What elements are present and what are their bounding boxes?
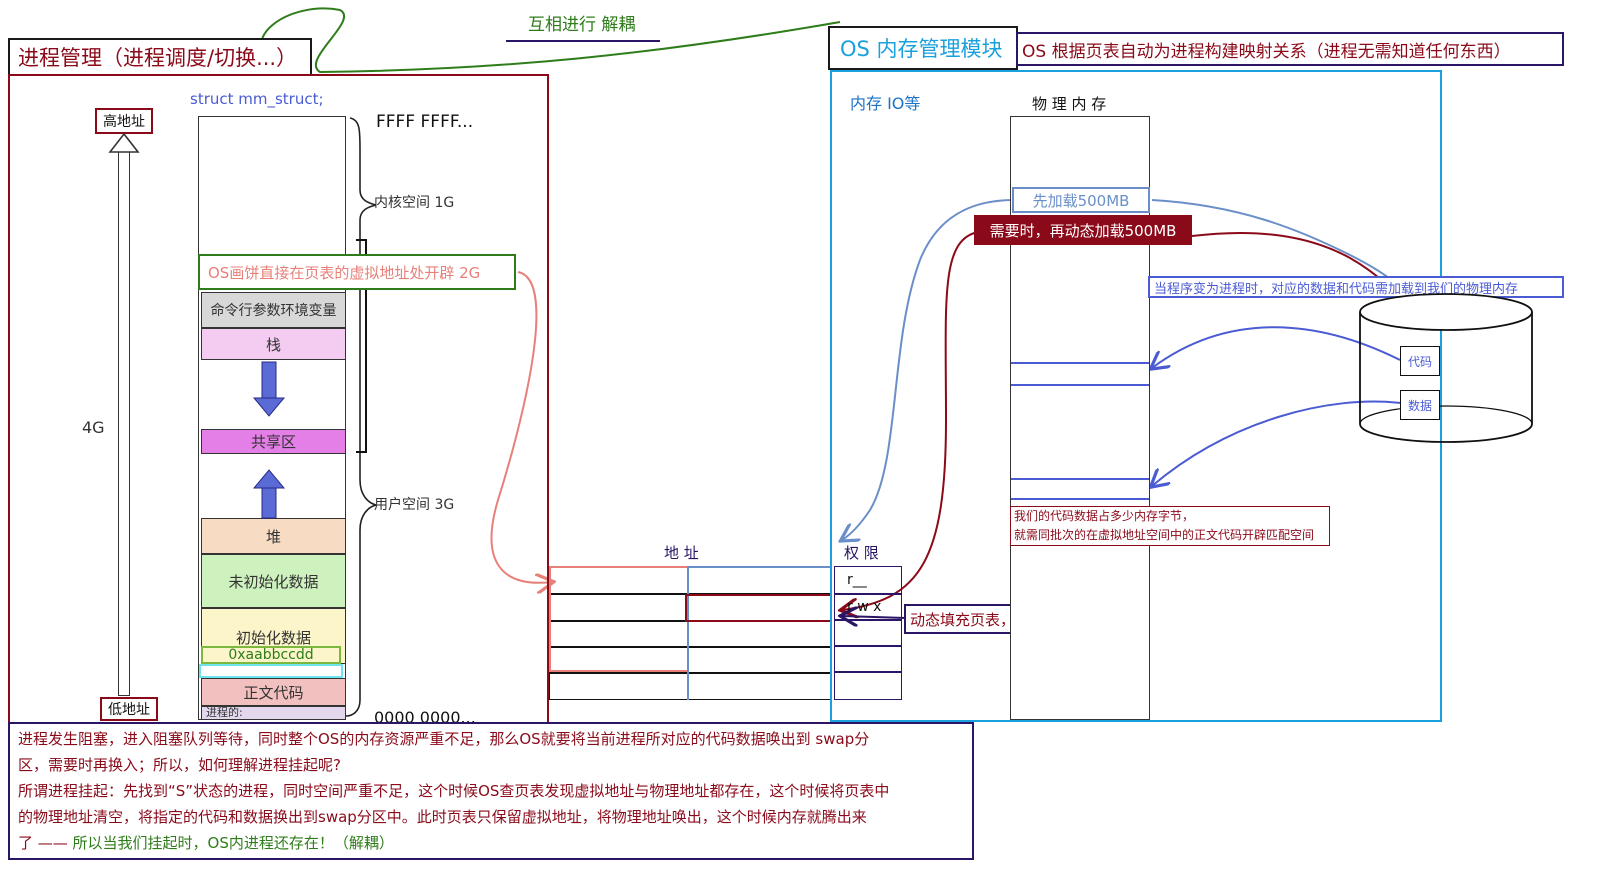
page-table [549, 566, 832, 700]
kernel-space-label: 内核空间 1G [374, 195, 455, 211]
segment-cmdline-env: 命令行参数环境变量 [201, 292, 346, 328]
load-note: 当程序变为进程时，对应的数据和代码需加载到我们的物理内存 [1148, 276, 1564, 298]
decouple-curve [260, 7, 841, 74]
permission-entry [834, 620, 902, 646]
os-memory-panel [830, 70, 1442, 722]
size-note-line1: 我们的代码数据占多少内存字节， [1014, 509, 1195, 523]
top-address: FFFF FFFF... [376, 112, 474, 132]
explanation-line: 了 —— 所以当我们挂起时，OS内进程还存在！（解耦） [18, 830, 964, 856]
explanation-line5-prefix: 了 —— [18, 834, 73, 852]
data-address: 0xaabbccdd [201, 646, 341, 664]
decouple-label: 互相进行 解耦 [528, 15, 636, 35]
process-label: 进程的: [201, 706, 346, 720]
decouple-underline [506, 40, 660, 42]
disk-code-label: 代码 [1400, 346, 1440, 376]
os-memory-title: OS 内存管理模块 [828, 26, 1018, 70]
physical-memory-title: 物 理 内 存 [1032, 95, 1107, 113]
explanation-box: 进程发生阻塞，进入阻塞队列等待，同时整个OS的内存资源严重不足，那么OS就要将当… [8, 722, 974, 860]
physical-memory-code-frame [1011, 362, 1149, 386]
disk-data-arrow [1152, 400, 1401, 486]
page-table-address-header: 地 址 [664, 544, 699, 562]
explanation-highlight: 所以当我们挂起时，OS内进程还存在！（解耦） [72, 834, 394, 852]
memory-io-label: 内存 IO等 [850, 94, 921, 113]
explanation-line: 的物理地址清空，将指定的代码和数据换出到swap分区中。此时页表只保留虚拟地址，… [18, 808, 867, 826]
segment-text: 正文代码 [201, 678, 346, 706]
preload-link [842, 199, 1015, 540]
segment-heap: 堆 [201, 518, 346, 554]
permission-entry [834, 646, 902, 672]
preload-label: 先加载500MB [1012, 187, 1150, 213]
disk-data-label: 数据 [1400, 390, 1440, 420]
kernel-space-brace [349, 117, 377, 250]
region-bracket [356, 239, 367, 453]
address-arrow-shaft [118, 150, 130, 696]
physical-memory-data-frame [1011, 478, 1149, 500]
permission-entry [834, 672, 902, 700]
permission-entry: r__ [834, 566, 902, 594]
size-note-line2: 就需同批次的在虚拟地址空间中的正文代码开辟匹配空间 [1014, 528, 1315, 542]
stack-growth-arrow [252, 361, 286, 417]
segment-stack: 栈 [201, 328, 346, 360]
explanation-line: 区，需要时再换入；所以，如何理解进程挂起呢? [18, 756, 341, 774]
user-space-brace [345, 250, 377, 717]
update-note-link [842, 616, 907, 618]
permission-header: 权 限 [844, 544, 879, 562]
explanation-line: 所谓进程挂起：先找到“S”状态的进程，同时空间严重不足，这个时候OS查页表发现虚… [18, 782, 890, 800]
segment-bss: 未初始化数据 [201, 554, 346, 608]
alloc-note: OS画饼直接在页表的虚拟地址处开辟 2G [198, 254, 516, 290]
size-label: 4G [82, 418, 105, 437]
permission-column: r__ r w x [834, 566, 902, 700]
os-mapping-note: OS 根据页表自动为进程构建映射关系（进程无需知道任何东西） [1016, 32, 1564, 66]
data-cyan-marker [199, 664, 343, 678]
size-note: 我们的代码数据占多少内存字节， 就需同批次的在虚拟地址空间中的正文代码开辟匹配空… [1010, 506, 1330, 546]
segment-shared: 共享区 [201, 429, 346, 454]
dynamic-load-link [842, 231, 979, 610]
low-address-label: 低地址 [100, 697, 158, 721]
dynamic-load-label: 需要时，再动态加载500MB [974, 215, 1192, 245]
disk-code-arrow [1152, 326, 1401, 368]
heap-growth-arrow [252, 469, 286, 519]
process-mgmt-title: 进程管理（进程调度/切换...） [8, 38, 312, 76]
explanation-line: 进程发生阻塞，进入阻塞队列等待，同时整个OS的内存资源严重不足，那么OS就要将当… [18, 730, 870, 748]
struct-label: struct mm_struct; [190, 90, 324, 108]
alloc-link-curve [490, 271, 552, 583]
permission-entry: r w x [834, 594, 902, 620]
user-space-label: 用户空间 3G [374, 497, 455, 513]
